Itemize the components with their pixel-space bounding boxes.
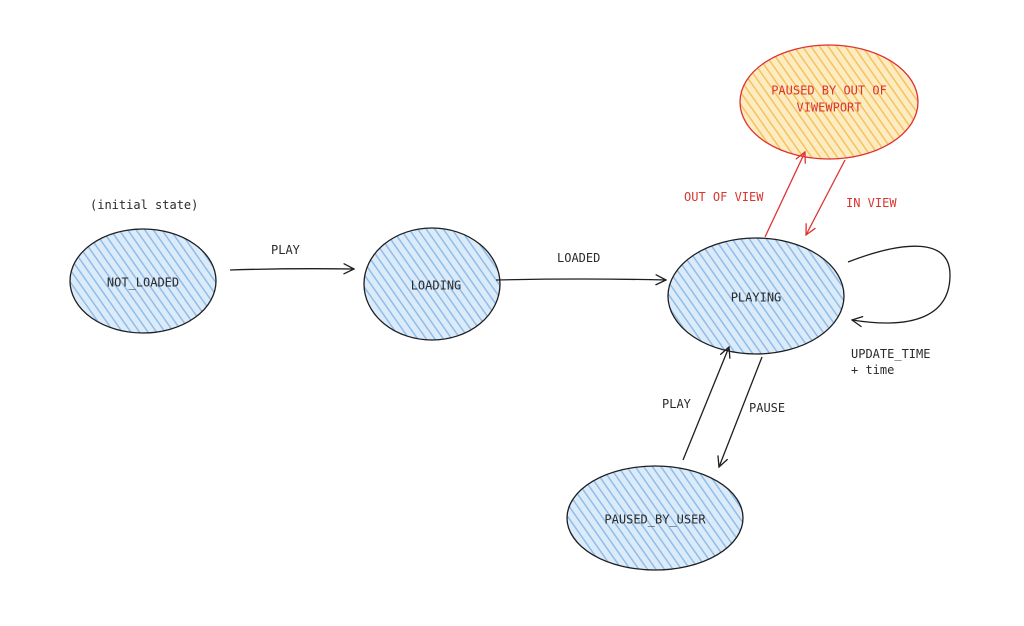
transition-play-to-loading: PLAY — [229, 243, 354, 270]
state-playing: PLAYING — [667, 237, 845, 355]
transition-play-to-loading-arrow — [229, 269, 354, 270]
transition-play-from-paused: PLAY — [662, 347, 729, 461]
transition-loaded: LOADED — [495, 251, 666, 280]
transition-play-from-paused-arrow — [682, 347, 729, 461]
transition-play-to-loading-label: PLAY — [271, 243, 301, 257]
transition-play-from-paused-label: PLAY — [662, 397, 692, 411]
state-paused-by-user-shape — [566, 465, 744, 571]
transition-in-view-arrow — [806, 159, 846, 235]
transition-update-time-arrow — [847, 245, 951, 323]
state-loading-shape — [363, 227, 501, 341]
transition-loaded-arrow — [495, 279, 666, 280]
transition-update-time: UPDATE_TIME + time — [847, 245, 951, 377]
state-paused-by-viewport: PAUSED BY OUT OF VIWEWPORT — [739, 44, 919, 160]
transition-out-of-view-label: OUT OF VIEW — [684, 190, 764, 204]
transition-update-time-label-line-2: + time — [851, 363, 894, 377]
transition-in-view-label: IN VIEW — [846, 196, 897, 210]
state-not-loaded: NOT_LOADED — [69, 228, 217, 334]
state-loading: LOADING — [363, 227, 501, 341]
state-paused-by-user: PAUSED_BY_USER — [566, 465, 744, 571]
state-paused-by-user-label: PAUSED_BY_USER — [604, 513, 706, 527]
transition-pause: PAUSE — [719, 356, 785, 467]
initial-state-note: (initial state) — [90, 198, 198, 212]
transition-in-view: IN VIEW — [806, 159, 897, 235]
transition-pause-arrow — [719, 356, 763, 467]
transition-update-time-label-line-1: UPDATE_TIME — [851, 347, 930, 361]
transition-loaded-label: LOADED — [557, 251, 600, 265]
transition-out-of-view-arrow — [764, 152, 805, 238]
state-playing-label: PLAYING — [731, 291, 782, 305]
transition-pause-label: PAUSE — [749, 401, 785, 415]
state-playing-shape — [667, 237, 845, 355]
state-not-loaded-shape — [69, 228, 217, 334]
state-loading-label: LOADING — [411, 279, 462, 293]
state-paused-by-viewport-label-line-1: PAUSED BY OUT OF — [771, 84, 887, 98]
state-paused-by-viewport-shape — [739, 44, 919, 160]
state-not-loaded-label: NOT_LOADED — [107, 276, 179, 290]
transition-out-of-view: OUT OF VIEW — [684, 152, 805, 238]
state-paused-by-viewport-label-line-2: VIWEWPORT — [796, 101, 861, 115]
